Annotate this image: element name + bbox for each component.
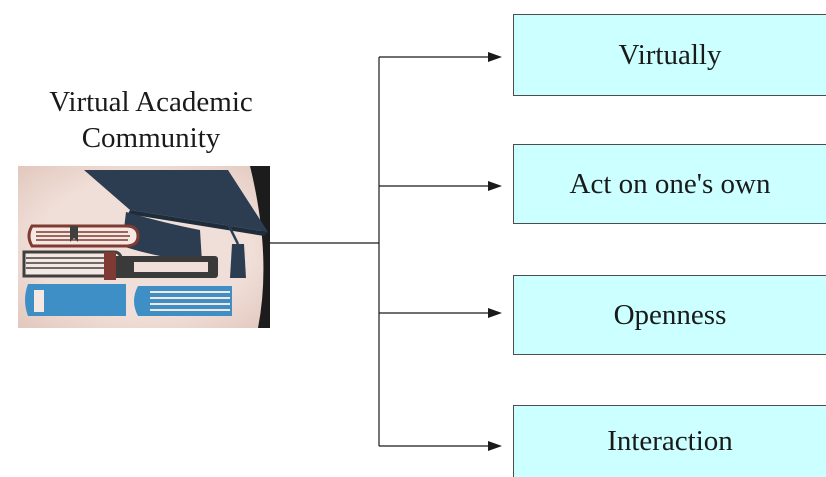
arrowhead-2 — [488, 181, 502, 191]
arrowhead-4 — [488, 441, 502, 451]
branch-label: Virtually — [618, 38, 722, 71]
branch-box-interaction: Interaction — [513, 405, 826, 477]
root-node-title: Virtual Academic Community — [0, 84, 302, 156]
branch-box-openness: Openness — [513, 275, 826, 355]
branch-label: Openness — [613, 298, 727, 331]
branch-box-virtually: Virtually — [513, 14, 826, 96]
root-title-line-2: Community — [81, 122, 221, 154]
graduation-cap-and-books-icon — [18, 166, 270, 328]
branch-box-act-on-ones-own: Act on one's own — [513, 144, 826, 224]
arrowhead-1 — [488, 52, 502, 62]
arrowhead-3 — [488, 308, 502, 318]
branch-label: Interaction — [607, 425, 733, 457]
root-title-line-1: Virtual Academic — [49, 86, 253, 118]
branch-label: Act on one's own — [569, 167, 771, 200]
